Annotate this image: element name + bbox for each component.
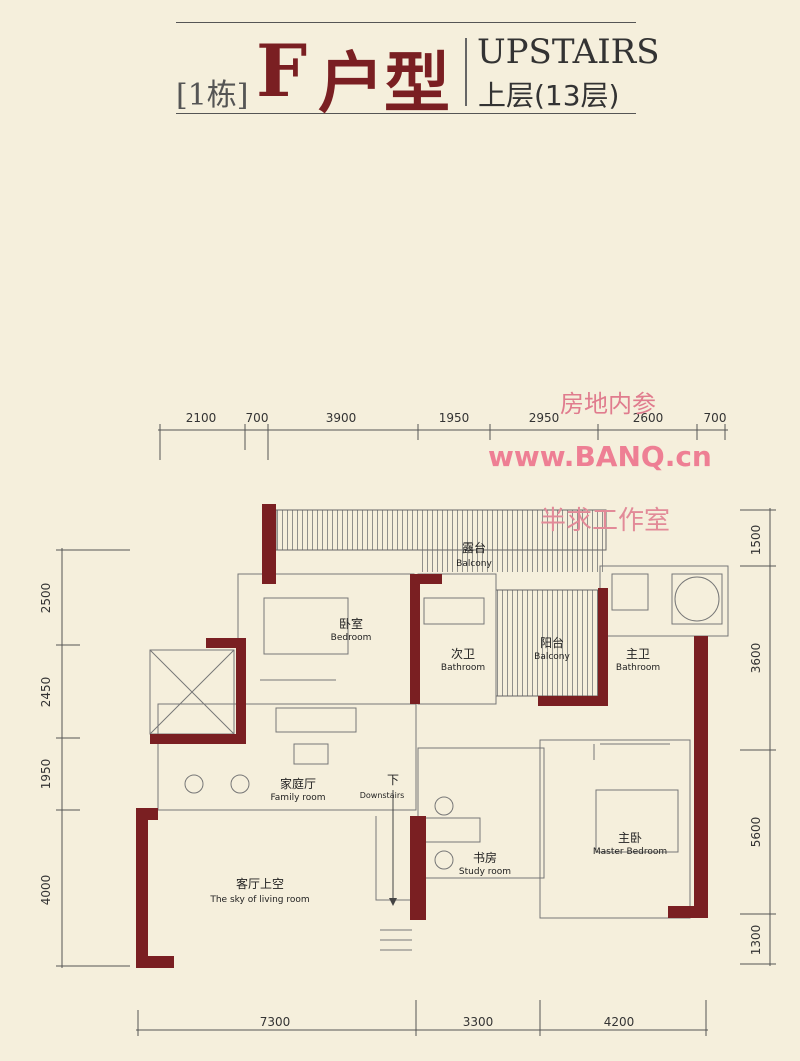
- room-balcony-mid-zh: 阳台: [540, 635, 564, 650]
- room-master-en: Master Bedroom: [593, 847, 667, 857]
- room-study-zh: 书房: [473, 850, 497, 865]
- dim-top-5: 2950: [529, 411, 560, 425]
- room-balcony-top-en: Balcony: [456, 559, 492, 569]
- floor-label: 上层(13层): [478, 79, 620, 112]
- building-label: [1栋]: [176, 78, 249, 113]
- dim-bottom-2: 3300: [463, 1015, 494, 1029]
- header-divider: [465, 38, 467, 106]
- room-bathroom2-en: Bathroom: [441, 663, 485, 673]
- walls: [136, 504, 708, 968]
- dim-top-4: 1950: [439, 411, 470, 425]
- dim-right-3: 5600: [749, 817, 763, 848]
- dim-bottom-1: 7300: [260, 1015, 291, 1029]
- room-bathroom-master-zh: 主卫: [626, 647, 650, 661]
- dim-top-1: 2100: [186, 411, 217, 425]
- dimension-bottom: [136, 1000, 708, 1036]
- dimension-right: [740, 508, 776, 966]
- dim-top-6: 2600: [633, 411, 664, 425]
- room-master-zh: 主卧: [618, 831, 642, 845]
- room-bedroom-zh: 卧室: [339, 616, 363, 631]
- room-downstairs-en: Downstairs: [360, 791, 405, 800]
- watermark-line2: www.BANQ.cn: [488, 440, 712, 473]
- dim-bottom-3: 4200: [604, 1015, 635, 1029]
- dimension-left: [56, 548, 130, 968]
- dim-top-2: 700: [246, 411, 269, 425]
- room-study-en: Study room: [459, 867, 511, 877]
- header: [1栋] F 户型 UPSTAIRS 上层(13层): [0, 0, 800, 125]
- room-family-en: Family room: [270, 793, 325, 803]
- dim-right-4: 1300: [749, 925, 763, 956]
- dim-right-2: 3600: [749, 643, 763, 674]
- room-living-void-zh: 客厅上空: [236, 876, 284, 891]
- dimension-top: [158, 424, 728, 460]
- room-downstairs-zh: 下: [387, 773, 399, 787]
- upstairs-title: UPSTAIRS: [477, 32, 660, 72]
- unit-type-name: 户型: [318, 45, 450, 122]
- balcony-top-hatch-ext: [420, 550, 606, 572]
- watermark-line3: 半求工作室: [540, 506, 671, 536]
- header-bottom-rule: [176, 113, 636, 114]
- dim-left-2: 2450: [39, 677, 53, 708]
- header-top-rule: [176, 22, 636, 23]
- dim-top-3: 3900: [326, 411, 357, 425]
- dim-left-4: 4000: [39, 875, 53, 906]
- room-bathroom-master-en: Bathroom: [616, 663, 660, 673]
- dim-left-1: 2500: [39, 583, 53, 614]
- balcony-mid-hatch: [495, 589, 599, 697]
- room-balcony-top-zh: 露台: [462, 540, 486, 555]
- room-family-zh: 家庭厅: [280, 776, 316, 791]
- dim-top-7: 700: [704, 411, 727, 425]
- dim-right-1: 1500: [749, 525, 763, 556]
- room-bedroom-en: Bedroom: [331, 633, 372, 643]
- room-bathroom2-zh: 次卫: [451, 647, 475, 661]
- stair-arrow-head: [389, 898, 397, 906]
- dim-left-3: 1950: [39, 759, 53, 790]
- room-living-void-en: The sky of living room: [209, 895, 309, 905]
- room-balcony-mid-en: Balcony: [534, 652, 570, 662]
- interior-lines: [149, 565, 729, 951]
- watermark-line1: 房地内参: [560, 390, 656, 418]
- unit-type-letter: F: [256, 28, 308, 113]
